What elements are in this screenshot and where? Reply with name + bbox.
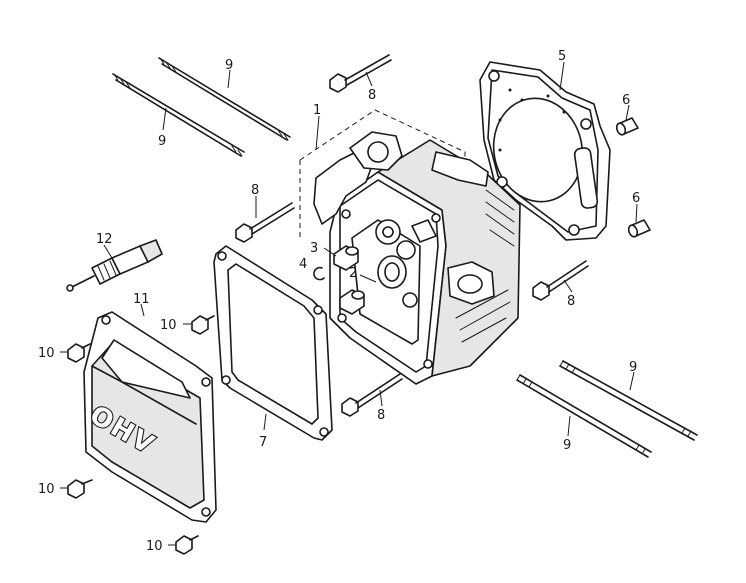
- callout-6-lower: 6: [632, 191, 640, 206]
- callout-6-upper: 6: [622, 93, 630, 108]
- head-gasket: [479, 61, 611, 241]
- stud-bolt-upper-left: [112, 73, 245, 157]
- valve-guide-upper: [333, 245, 359, 271]
- callout-3: 3: [310, 241, 318, 256]
- head-cover-gasket: [213, 245, 333, 441]
- callout-9-upper-right: 9: [225, 58, 233, 73]
- stud-bolt-lower-left: [516, 374, 652, 458]
- flange-bolt-right: [532, 260, 589, 301]
- callout-2: 2: [349, 266, 357, 281]
- dowel-pin-lower: [627, 219, 651, 238]
- leader-lines: [60, 61, 638, 546]
- callout-1: 1: [313, 103, 321, 118]
- callout-9-upper-left: 9: [158, 134, 166, 149]
- flange-bolt-left-mid: [235, 202, 295, 243]
- stud-bolt-lower-right: [559, 360, 698, 441]
- callout-9-lower-left: 9: [563, 438, 571, 453]
- callout-10-d: 10: [146, 539, 163, 554]
- flange-nut-4: [175, 535, 199, 555]
- callout-9-lower-right: 9: [629, 360, 637, 375]
- callout-7: 7: [259, 435, 267, 450]
- callout-4: 4: [299, 257, 307, 272]
- callout-10-b: 10: [38, 346, 55, 361]
- callout-8-top: 8: [368, 88, 376, 103]
- callout-labels: 1 2 3 4 5 6 6 7 8 8 8 8 9 9 9 9 10 10 10…: [38, 49, 640, 554]
- flange-nut-1: [191, 315, 215, 335]
- flange-bolt-top: [329, 54, 392, 93]
- callout-8-bottom: 8: [377, 408, 385, 423]
- head-cover: OHV: [83, 311, 217, 523]
- flange-bolt-bottom: [341, 373, 403, 417]
- valve-guide-lower: [339, 289, 365, 315]
- callout-11: 11: [133, 292, 150, 307]
- cylinder-head: [299, 109, 521, 385]
- stud-bolt-upper-right: [158, 57, 291, 141]
- callout-8-left: 8: [251, 183, 259, 198]
- spark-plug: [66, 239, 163, 292]
- valve-clip: [313, 266, 325, 281]
- callout-5: 5: [558, 49, 566, 64]
- callout-8-right: 8: [567, 294, 575, 309]
- callout-10-a: 10: [160, 318, 177, 333]
- callout-10-c: 10: [38, 482, 55, 497]
- callout-12: 12: [96, 232, 113, 247]
- dowel-pin-upper: [615, 117, 639, 136]
- flange-nut-3: [67, 479, 93, 499]
- flange-nut-2: [67, 343, 91, 363]
